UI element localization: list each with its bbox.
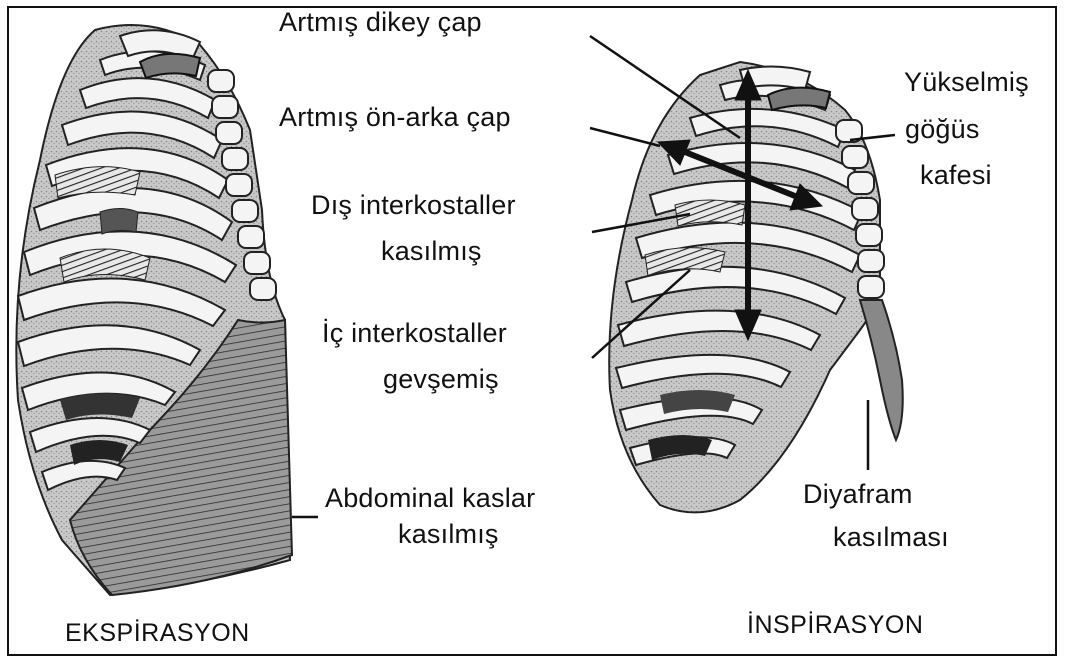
caption-inspiration: İNSPİRASYON xyxy=(747,608,923,642)
inspiration-ribcage xyxy=(609,62,903,512)
label-diaphragm-2: kasılması xyxy=(833,520,949,554)
label-external-intercostals-2: kasılmış xyxy=(381,234,482,268)
label-increased-ap-diameter: Artmış ön-arka çap xyxy=(279,100,511,134)
label-abdominal-muscles-1: Abdominal kaslar xyxy=(325,481,535,515)
label-external-intercostals-1: Dış interkostaller xyxy=(311,188,516,222)
diaphragm xyxy=(860,300,903,440)
caption-expiration: EKSPİRASYON xyxy=(65,616,250,650)
label-internal-intercostals-1: İç interkostaller xyxy=(322,316,507,350)
label-internal-intercostals-2: gevşemiş xyxy=(383,362,499,396)
label-increased-vertical-diameter: Artmış dikey çap xyxy=(279,5,482,39)
label-raised-ribcage-2: göğüs xyxy=(905,112,980,146)
expiration-ribcage xyxy=(16,25,292,595)
label-diaphragm-1: Diyafram xyxy=(803,477,913,511)
label-raised-ribcage-3: kafesi xyxy=(920,158,992,192)
label-abdominal-muscles-2: kasılmış xyxy=(398,517,499,551)
label-raised-ribcage-1: Yükselmiş xyxy=(904,65,1029,99)
